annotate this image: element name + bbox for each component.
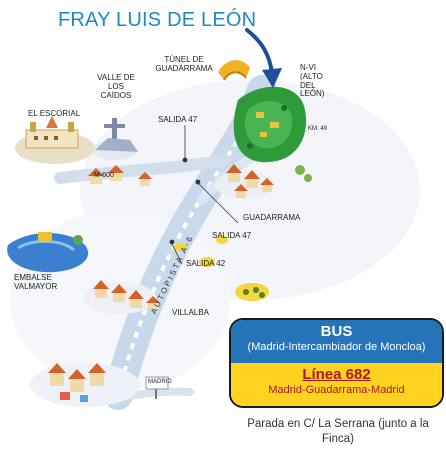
label-salida47-south: SALIDA 47 [212,231,252,240]
villalba-illustration [84,280,160,314]
tunnel-icon [218,60,250,81]
bus-route: Madrid-Guadarrama-Madrid [268,384,405,396]
page-title: FRAY LUIS DE LEÓN [58,9,257,31]
bus-panel-bottom: Línea 682 Madrid-Guadarrama-Madrid [231,363,442,406]
label-villalba: VILLALBA [172,308,209,317]
bus-origin: (Madrid-Intercambiador de Moncloa) [247,341,426,353]
fray-luis-estate [233,86,307,163]
exit-leaders [169,125,239,265]
label-embalse: EMBALSE VALMAYOR [14,273,58,291]
label-madrid: MADRID [148,379,172,385]
bus-heading: BUS [320,323,353,340]
label-tunel: TÚNEL DE GUADARRAMA [155,55,213,73]
madrid-illustration [30,363,169,407]
road-m600 [54,154,231,184]
trees-illustration [173,236,269,301]
bus-line-number: Línea 682 [302,366,371,383]
bus-info-panel: BUS (Madrid-Intercambiador de Moncloa) L… [229,318,444,408]
embalse-illustration [7,232,89,273]
label-escorial: EL ESCORIAL [28,109,81,118]
label-valle: VALLE DE LOS CAÍDOS [97,73,135,100]
label-nvi: N-VI (ALTO DEL LEÓN) [300,63,325,99]
village-illustration [88,165,152,186]
bus-panel-top: BUS (Madrid-Intercambiador de Moncloa) [231,320,442,363]
label-km49: KM. 49 [308,126,328,132]
bus-stop-note: Parada en C/ La Serrana (junto a la Finc… [247,418,429,445]
arrow-icon [245,28,282,88]
label-m600: M-600 [94,172,114,179]
valle-caidos-illustration [93,118,138,160]
guadarrama-illustration [215,164,312,199]
el-escorial-illustration [15,116,95,164]
label-salida42: SALIDA 42 [186,259,226,268]
label-guadarrama: GUADARRAMA [243,213,301,222]
label-salida47-north: SALIDA 47 [158,115,198,124]
